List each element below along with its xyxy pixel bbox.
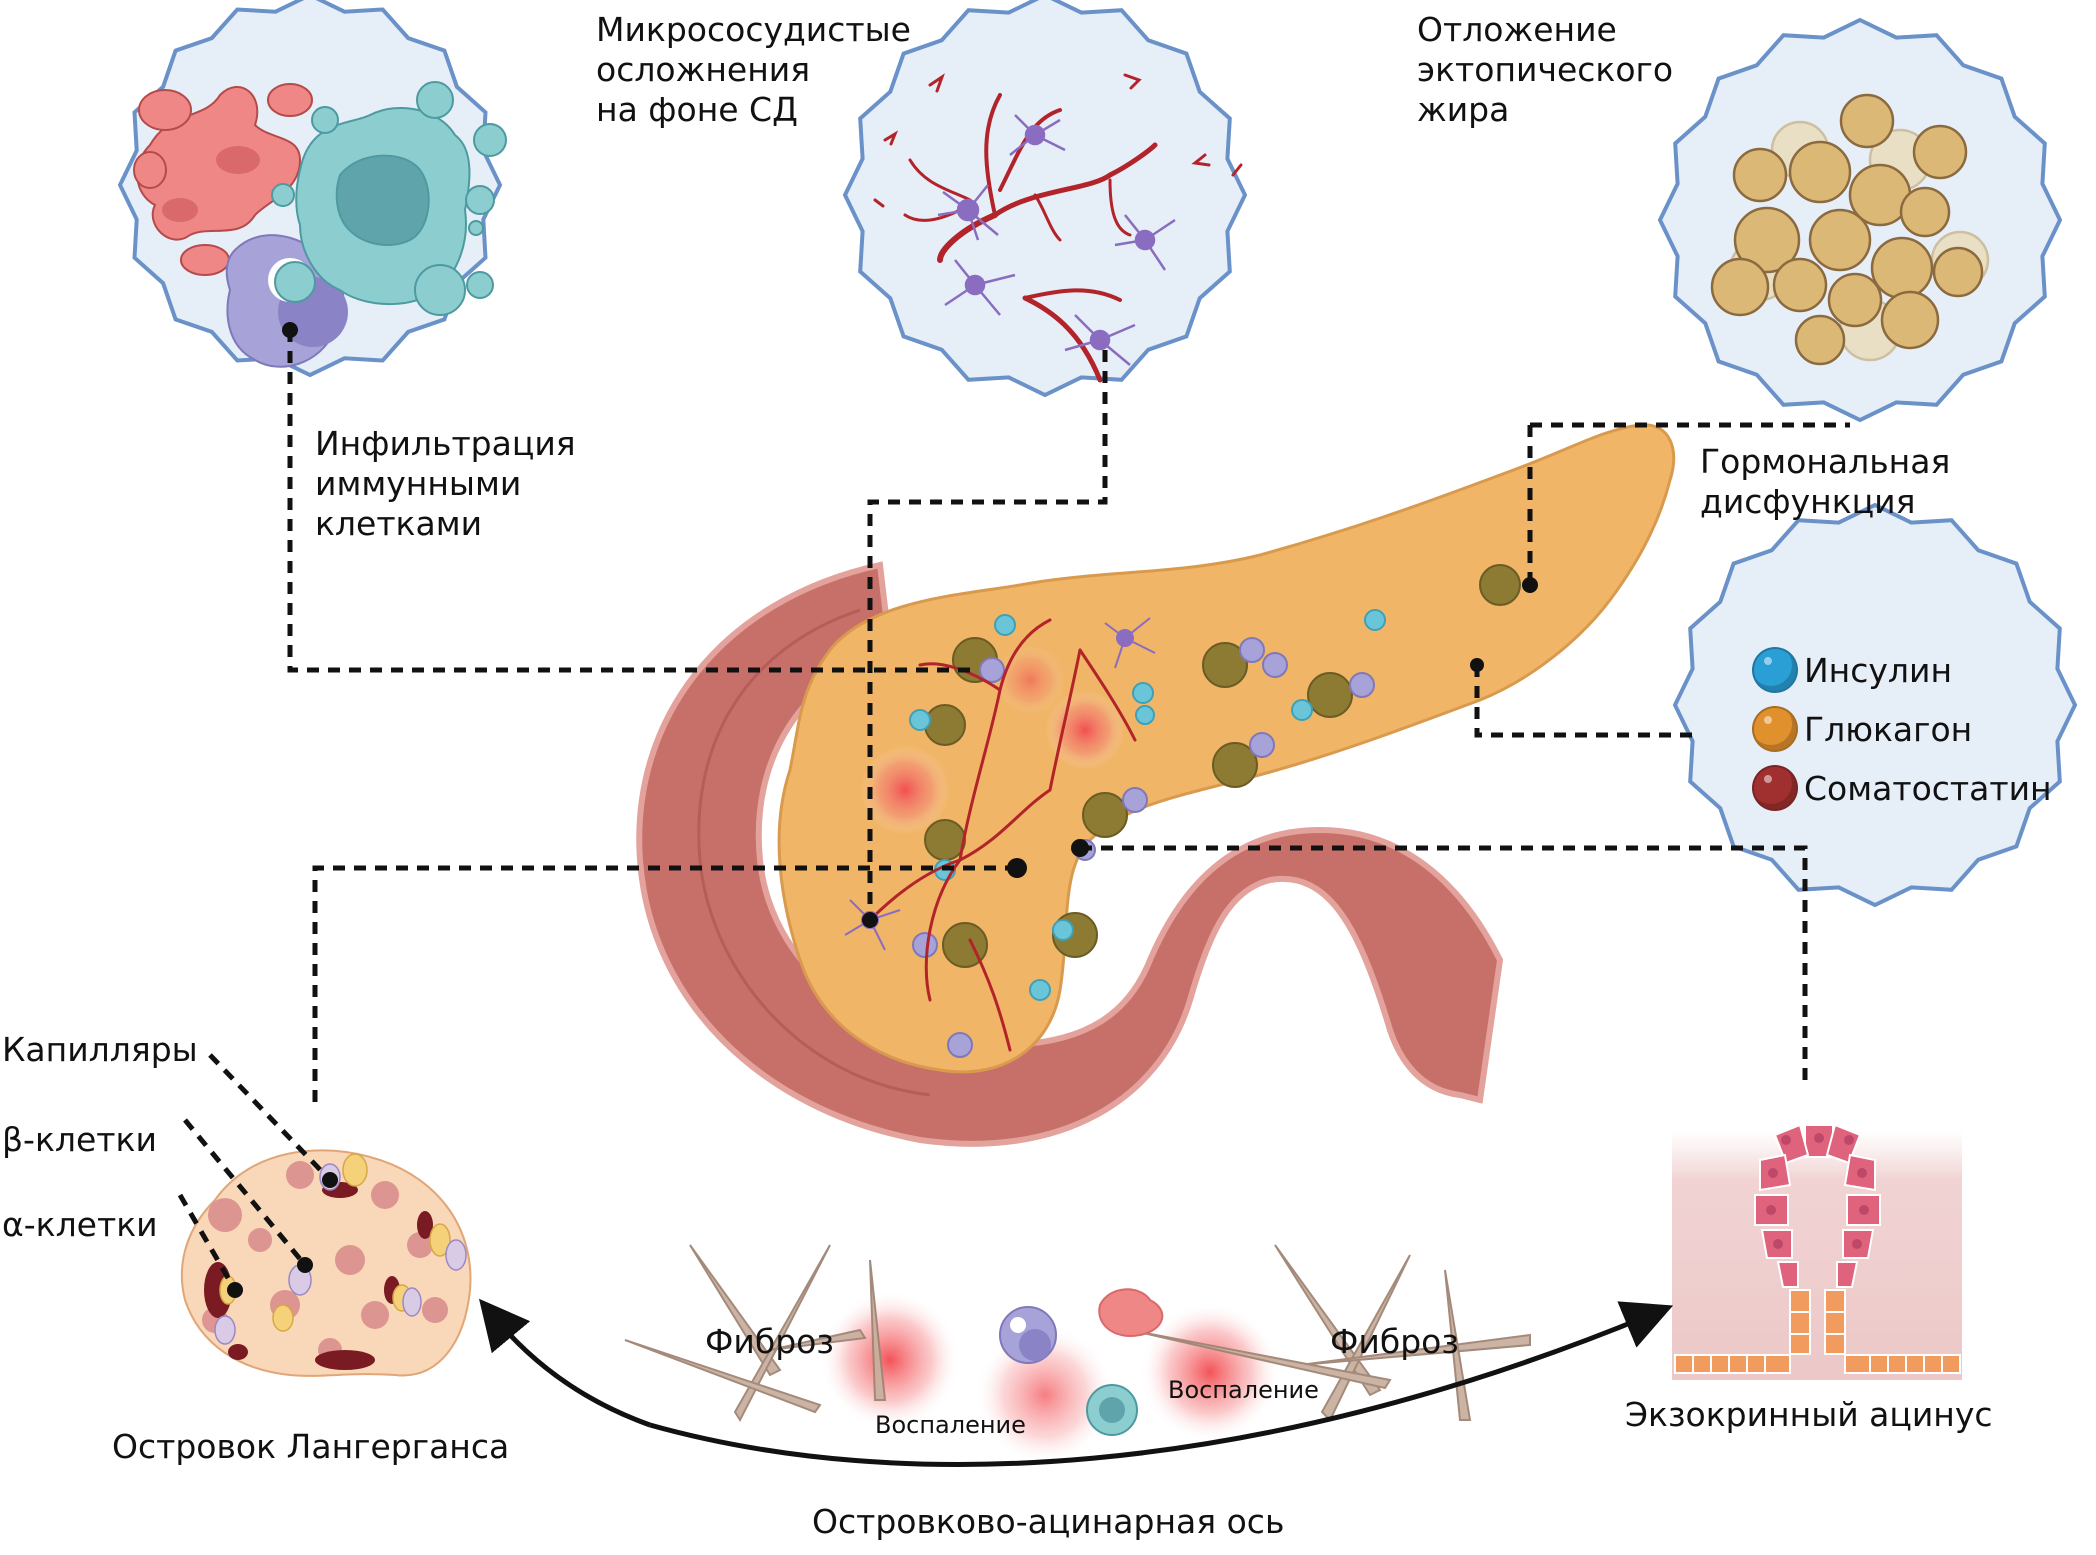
label-line: эктопического bbox=[1417, 50, 1674, 89]
label-hormonal-dysfunction: Гормональная дисфункция bbox=[1700, 442, 1950, 522]
insulin-cell-icon bbox=[909, 609, 1386, 1001]
label-line: осложнения bbox=[596, 50, 811, 89]
label-line: Микрососудистые bbox=[596, 10, 911, 49]
label-microvascular: Микрососудистые осложнения на фоне СД bbox=[596, 10, 911, 130]
label-capillaries: Капилляры bbox=[2, 1030, 198, 1069]
label-line: на фоне СД bbox=[596, 90, 798, 129]
connector-lines bbox=[177, 330, 1850, 1292]
glucagon-dot-icon bbox=[1752, 706, 1798, 752]
label-line: Гормональная bbox=[1700, 442, 1951, 481]
callout-immune-cells bbox=[117, 0, 507, 378]
fibroblast-icon bbox=[624, 1244, 1531, 1423]
axis-arrow bbox=[649, 1301, 1674, 1468]
legend-label: Глюкагон bbox=[1804, 709, 1973, 749]
neutrophil-icon bbox=[133, 83, 313, 276]
adipocyte-cluster-icon bbox=[1710, 93, 1990, 366]
inflammation-spot bbox=[860, 745, 950, 835]
label-inflammation-left: Воспаление bbox=[875, 1411, 1026, 1439]
callout-microvascular bbox=[842, 0, 1248, 398]
axis-arrow bbox=[478, 1298, 651, 1428]
inflammation-glow bbox=[1140, 1302, 1280, 1442]
label-line: жира bbox=[1417, 90, 1510, 129]
callout-badge bbox=[842, 0, 1248, 398]
label-islet: Островок Лангерганса bbox=[112, 1427, 510, 1466]
blood-vessel-icon bbox=[868, 618, 1137, 1052]
legend-badge bbox=[1672, 502, 2078, 908]
inflammation-spot bbox=[995, 645, 1065, 715]
axis-illustration bbox=[478, 1244, 1674, 1468]
exocrine-acinus-illustration bbox=[1672, 1123, 1962, 1380]
label-alpha-cells: α-клетки bbox=[2, 1205, 158, 1244]
label-fibrosis-right: Фиброз bbox=[1330, 1322, 1459, 1361]
immune-cell-icon bbox=[912, 637, 1375, 1058]
label-line: клетками bbox=[315, 504, 483, 543]
label-ectopic-fat: Отложение эктопического жира bbox=[1417, 10, 1673, 130]
inflammation-glow bbox=[820, 1290, 960, 1430]
callout-ectopic-fat bbox=[1657, 17, 2063, 423]
label-line: Отложение bbox=[1417, 10, 1617, 49]
label-immune-infiltration: Инфильтрация иммунными клетками bbox=[315, 424, 576, 544]
legend-item-somatostatin: Соматостатин bbox=[1752, 765, 2052, 811]
inflammation-spot bbox=[1045, 690, 1125, 770]
inflammation-glow bbox=[975, 1325, 1115, 1465]
immune-cell-icon bbox=[999, 1288, 1164, 1436]
neuron-icon bbox=[937, 114, 1176, 366]
label-acinus: Экзокринный ацинус bbox=[1625, 1395, 1993, 1434]
legend-item-glucagon: Глюкагон bbox=[1752, 706, 1972, 752]
label-fibrosis-left: Фиброз bbox=[705, 1322, 834, 1361]
insulin-dot-icon bbox=[1752, 647, 1798, 693]
somatostatin-dot-icon bbox=[1752, 765, 1798, 811]
legend-label: Соматостатин bbox=[1804, 768, 2052, 808]
legend-label: Инсулин bbox=[1804, 650, 1953, 690]
legend-item-insulin: Инсулин bbox=[1752, 647, 1952, 693]
connector-dots bbox=[227, 322, 1538, 1298]
label-line: иммунными bbox=[315, 464, 522, 503]
label-line: Инфильтрация bbox=[315, 424, 576, 463]
label-inflammation-right: Воспаление bbox=[1168, 1376, 1319, 1404]
pancreas-illustration bbox=[777, 423, 1676, 1074]
label-line: дисфункция bbox=[1700, 482, 1916, 521]
label-beta-cells: β-клетки bbox=[2, 1120, 157, 1159]
label-axis: Островково-ацинарная ось bbox=[812, 1502, 1285, 1541]
macrophage-icon bbox=[271, 81, 507, 316]
